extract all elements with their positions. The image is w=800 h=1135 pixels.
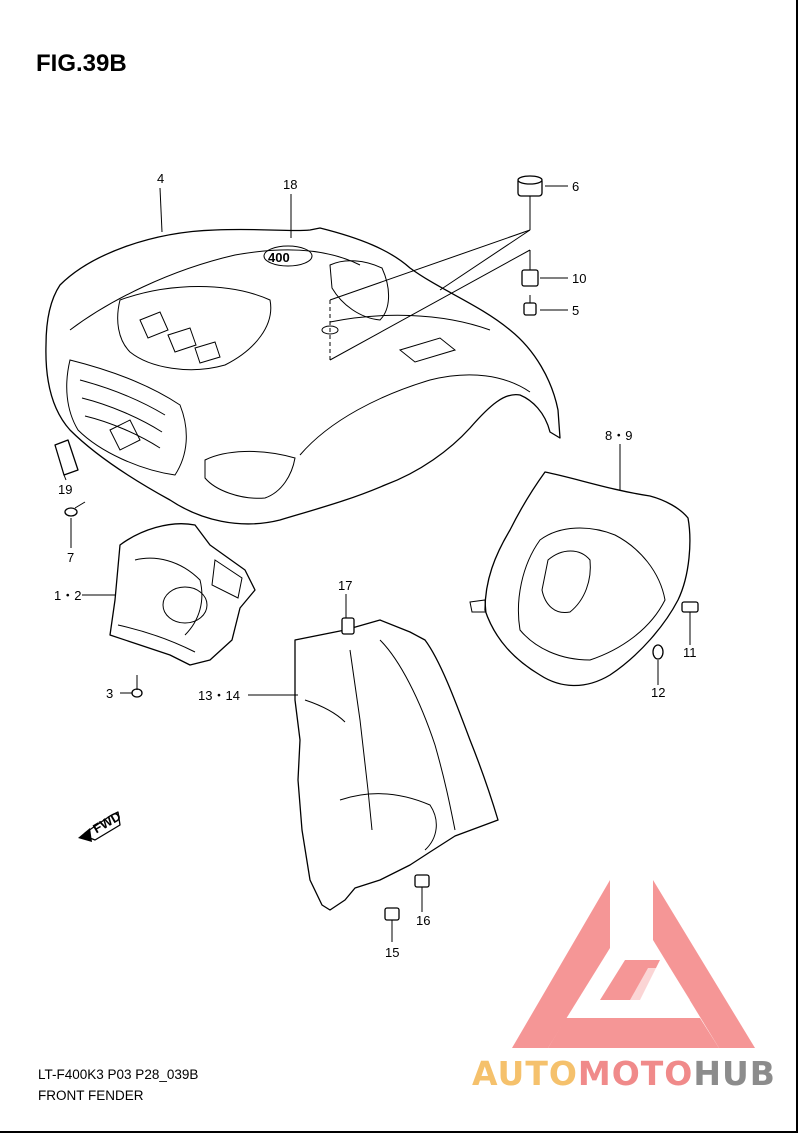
callout-10: 10 <box>572 271 586 286</box>
figure-code: LT-F400K3 P03 P28_039B <box>38 1067 199 1082</box>
clip-part-19 <box>54 439 79 476</box>
nut-part-10 <box>521 269 539 287</box>
grommet-part-6 <box>517 175 543 197</box>
callout-7: 7 <box>67 550 74 565</box>
callout-19: 19 <box>58 482 72 497</box>
automotohub-wordmark: AUTOMOTOHUB <box>472 1054 776 1093</box>
side-panel-part-8-9 <box>469 471 691 687</box>
callout-17: 17 <box>338 578 352 593</box>
front-fender-part-4: 400 <box>45 227 561 525</box>
callout-5: 5 <box>572 303 579 318</box>
wordmark-part-c: HUB <box>693 1054 776 1093</box>
callout-13-14: 13・14 <box>198 688 240 703</box>
wordmark-part-b: MOTO <box>577 1054 694 1093</box>
figure-title: FIG.39B <box>36 50 127 77</box>
automotohub-logo <box>512 880 755 1048</box>
inner-fender-part-13-14 <box>294 619 499 911</box>
callout-3: 3 <box>106 686 113 701</box>
mudguard-part-1-2 <box>109 523 256 666</box>
callout-16: 16 <box>416 913 430 928</box>
callout-8-9: 8・9 <box>605 428 632 443</box>
bolt-part-16 <box>414 874 430 888</box>
callout-4: 4 <box>157 171 164 186</box>
callout-11: 11 <box>683 645 697 660</box>
wordmark-part-a: AUTO <box>472 1054 578 1093</box>
figure-name: FRONT FENDER <box>38 1088 144 1103</box>
washer-part-12 <box>652 644 664 660</box>
leader-lines <box>63 185 691 942</box>
callout-12: 12 <box>651 685 665 700</box>
bolt-part-11 <box>681 601 699 613</box>
fender-emblem-text: 400 <box>268 250 290 265</box>
callout-1-2: 1・2 <box>54 588 81 603</box>
callout-18: 18 <box>283 177 297 192</box>
callout-labels: 4 18 6 10 5 19 7 8・9 1・2 3 17 13・14 11 1… <box>54 171 697 960</box>
bolt-part-15 <box>384 907 400 921</box>
screw-part-3 <box>131 675 143 698</box>
callout-15: 15 <box>385 945 399 960</box>
bolt-part-5 <box>523 295 537 316</box>
clip-part-17 <box>341 617 355 635</box>
screw-part-7 <box>64 501 86 517</box>
callout-6: 6 <box>572 179 579 194</box>
forward-arrow: FWD <box>78 808 123 842</box>
